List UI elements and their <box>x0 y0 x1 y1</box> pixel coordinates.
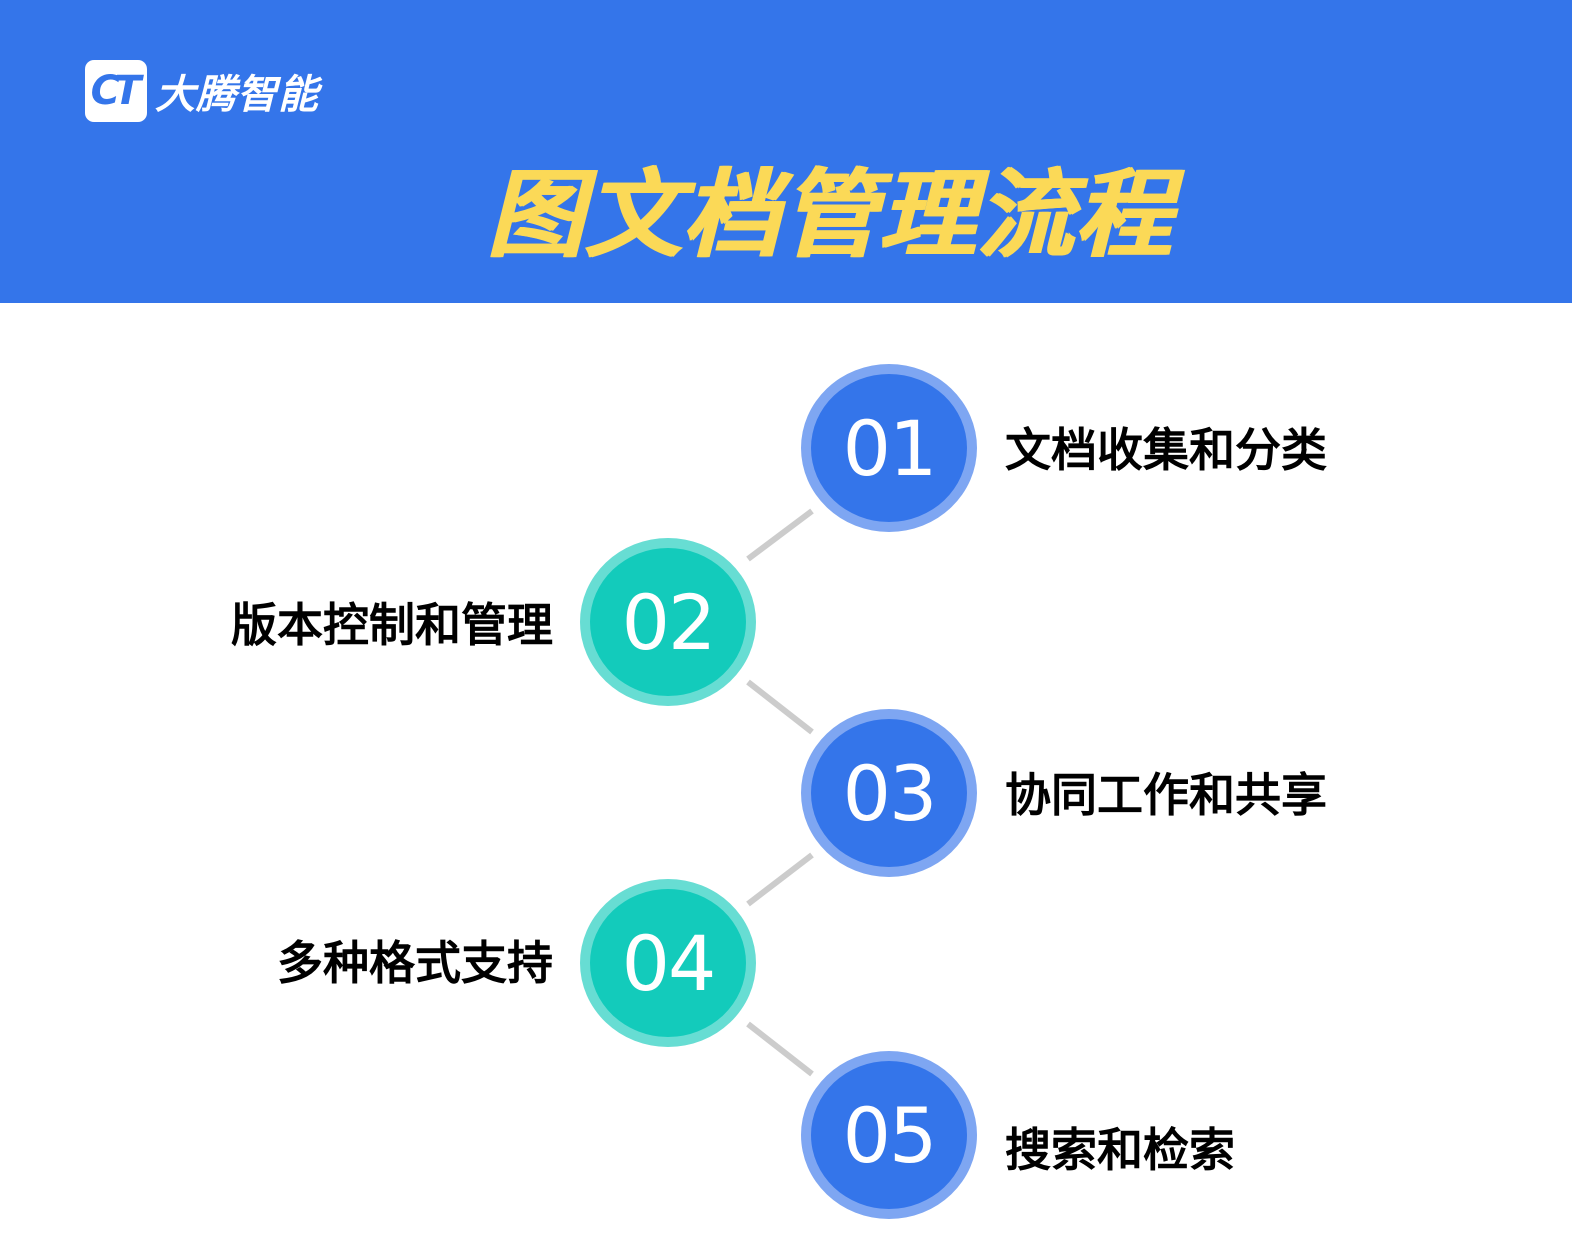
step-label-03: 协同工作和共享 <box>1005 768 1327 822</box>
connector-04-05 <box>746 1021 814 1077</box>
step-number: 02 <box>621 577 717 667</box>
step-number: 01 <box>842 403 938 493</box>
step-number: 03 <box>842 748 938 838</box>
step-number: 04 <box>621 918 717 1008</box>
logo-mark-icon: CT <box>85 60 147 122</box>
step-circle-05: 05 <box>801 1051 977 1219</box>
page-title: 图文档管理流程 <box>487 159 1173 271</box>
step-label-05: 搜索和检索 <box>1005 1123 1235 1177</box>
brand-name: 大腾智能 <box>155 72 319 118</box>
step-label-04: 多种格式支持 <box>277 936 553 990</box>
header-banner: CT 大腾智能 图文档管理流程 <box>0 0 1572 303</box>
logo-mark-text: CT <box>90 68 142 114</box>
step-circle-03: 03 <box>801 709 977 877</box>
step-circle-04: 04 <box>580 879 756 1047</box>
brand-logo: CT 大腾智能 <box>85 60 319 122</box>
step-number: 05 <box>842 1090 938 1180</box>
step-circle-02: 02 <box>580 538 756 706</box>
connector-03-04 <box>746 852 814 907</box>
step-label-01: 文档收集和分类 <box>1005 423 1327 477</box>
connector-01-02 <box>746 508 814 562</box>
step-circle-01: 01 <box>801 364 977 532</box>
connector-02-03 <box>746 679 814 735</box>
step-label-02: 版本控制和管理 <box>231 598 553 652</box>
